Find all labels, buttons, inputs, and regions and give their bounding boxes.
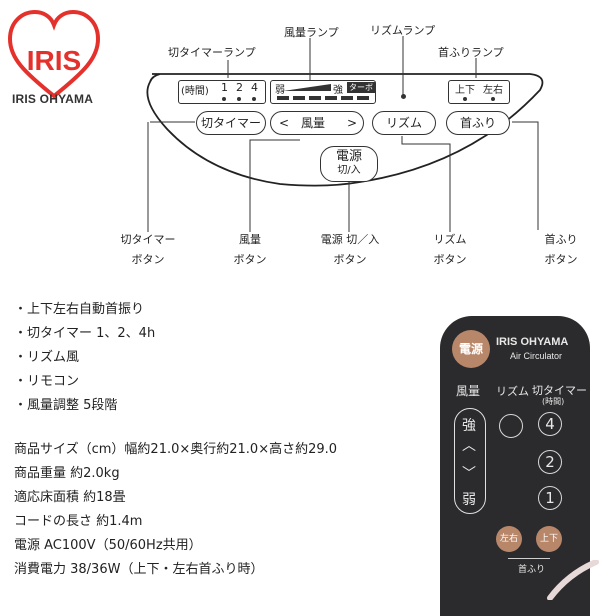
off-timer-button-caption: 切タイマー ボタン — [108, 230, 188, 270]
swing-lamp-label: 首ふりランプ — [438, 46, 504, 59]
remote-product-name: Air Circulator — [510, 351, 563, 361]
airflow-weak-label: 弱 — [275, 85, 285, 96]
rhythm-caption-line2: ボタン — [433, 253, 467, 266]
remote-rhythm-label: リズム — [496, 385, 529, 398]
swing-caption-line2: ボタン — [544, 253, 578, 266]
remote-power-button[interactable]: 電源 — [452, 330, 490, 368]
off-timer-caption-line2: ボタン — [131, 253, 165, 266]
remote-weak-label: 弱 — [462, 492, 476, 508]
power-button-label: 電源 — [335, 149, 362, 164]
spec-floor-area: 適応床面積 約18畳 — [14, 490, 126, 505]
airflow-bar-3 — [309, 96, 321, 100]
off-timer-lamp-label: 切タイマーランプ — [168, 46, 256, 59]
feature-airflow: ・風量調整 5段階 — [14, 398, 118, 413]
remote-swing-ud-button[interactable]: 上下 — [536, 526, 562, 552]
remote-timer-1-button[interactable]: 1 — [538, 486, 562, 510]
remote-strap — [547, 560, 599, 600]
power-button[interactable]: 電源 切/入 — [320, 146, 378, 182]
remote-strong-label: 強 — [462, 418, 476, 434]
remote-down-arrow: ﹀ — [462, 466, 476, 482]
airflow-button[interactable]: < 風量 > — [270, 111, 364, 135]
swing-lr-lamp — [491, 97, 495, 101]
airflow-turbo-label: ターボ — [347, 82, 375, 93]
power-button-sub: 切/入 — [337, 165, 361, 176]
timer-lamp-2 — [237, 97, 241, 101]
airflow-lamp-label: 風量ランプ — [284, 26, 339, 39]
airflow-caption-line1: 風量 — [239, 233, 261, 246]
airflow-caption-line2: ボタン — [233, 253, 267, 266]
logo-wordmark: IRIS — [27, 45, 81, 76]
remote-timer-sub: (時間) — [542, 397, 565, 406]
airflow-bar-1 — [277, 96, 289, 100]
airflow-bar-turbo — [357, 96, 369, 100]
swing-lr-label: 左右 — [483, 85, 503, 96]
timer-lamp-1 — [222, 97, 226, 101]
spec-power-supply: 電源 AC100V（50/60Hz共用） — [14, 538, 202, 553]
feature-swing: ・上下左右自動首振り — [14, 302, 145, 317]
swing-ud-label: 上下 — [455, 85, 475, 96]
airflow-bar-5 — [341, 96, 353, 100]
rhythm-button-caption: リズム ボタン — [425, 230, 475, 270]
power-caption-line1: 電源 切／入 — [320, 233, 380, 246]
remote-timer-label: 切タイマー — [532, 384, 587, 397]
airflow-strong-label: 強 — [333, 85, 343, 96]
feature-remote: ・リモコン — [14, 374, 80, 389]
airflow-button-label: 風量 — [301, 116, 326, 130]
rhythm-button[interactable]: リズム — [372, 111, 436, 135]
remote-airflow-label: 風量 — [456, 384, 481, 398]
spec-weight: 商品重量 約2.0kg — [14, 466, 120, 481]
rhythm-caption-line1: リズム — [433, 233, 467, 246]
remote-brand: IRIS OHYAMA — [496, 336, 569, 348]
remote-airflow-rocker[interactable]: 強 ︿ ﹀ 弱 — [454, 408, 486, 514]
spec-power-consumption: 消費電力 38/36W（上下・左右首ふり時） — [14, 562, 264, 577]
timer-lamp-4 — [252, 97, 256, 101]
spec-size: 商品サイズ（cm）幅約21.0×奥行約21.0×高さ約29.0 — [14, 442, 338, 457]
feature-rhythm: ・リズム風 — [14, 350, 80, 365]
remote-timer-2-button[interactable]: 2 — [538, 450, 562, 474]
remote-rhythm-button[interactable] — [499, 414, 523, 438]
swing-button[interactable]: 首ふり — [446, 111, 510, 135]
power-button-caption: 電源 切／入 ボタン — [310, 230, 390, 270]
off-timer-button[interactable]: 切タイマー — [196, 111, 266, 135]
power-caption-line2: ボタン — [333, 253, 367, 266]
airflow-lamp-box: 弱 強 ターボ — [270, 80, 376, 104]
timer-value-4: 4 — [251, 81, 258, 94]
brand-name: IRIS OHYAMA — [12, 92, 94, 106]
swing-button-caption: 首ふり ボタン — [536, 230, 586, 270]
timer-hours-header: (時間) — [181, 86, 209, 97]
timer-lamp-box: (時間) 1 2 4 — [178, 80, 266, 104]
airflow-bar-4 — [325, 96, 337, 100]
timer-value-1: 1 — [221, 81, 228, 94]
airflow-button-caption: 風量 ボタン — [225, 230, 275, 270]
airflow-left-arrow: < — [279, 116, 290, 130]
airflow-level-wedge — [283, 84, 331, 91]
remote-swing-divider — [508, 558, 550, 559]
iris-logo: IRIS — [7, 9, 101, 99]
remote-swing-label: 首ふり — [518, 565, 546, 575]
swing-caption-line1: 首ふり — [544, 233, 578, 246]
remote-control: 電源 IRIS OHYAMA Air Circulator 風量 リズム 切タイ… — [440, 316, 590, 616]
airflow-bar-2 — [293, 96, 305, 100]
feature-timer: ・切タイマー 1、2、4h — [14, 326, 156, 341]
timer-value-2: 2 — [236, 81, 243, 94]
remote-swing-lr-button[interactable]: 左右 — [496, 526, 522, 552]
airflow-right-arrow: > — [347, 116, 358, 130]
rhythm-lamp-label: リズムランプ — [370, 24, 436, 37]
swing-ud-lamp — [463, 97, 467, 101]
swing-lamp-box: 上下 左右 — [448, 80, 510, 104]
spec-cord-length: コードの長さ 約1.4m — [14, 514, 143, 529]
off-timer-caption-line1: 切タイマー — [120, 233, 176, 246]
remote-timer-4-button[interactable]: 4 — [538, 412, 562, 436]
rhythm-lamp — [401, 94, 406, 99]
remote-up-arrow: ︿ — [462, 438, 476, 454]
